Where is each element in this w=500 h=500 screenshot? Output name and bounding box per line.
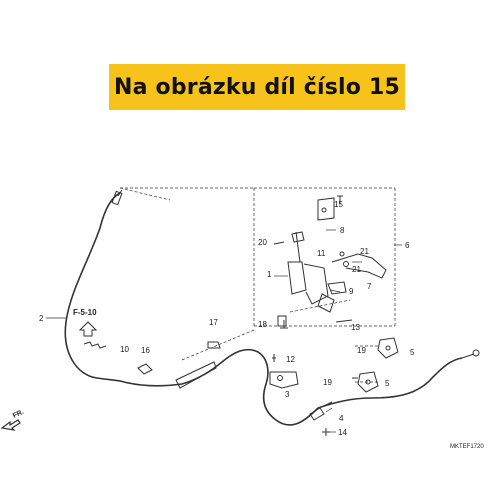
callout-21a: 21 — [360, 247, 369, 256]
bolts — [272, 195, 358, 436]
clamp-5-upper — [377, 337, 399, 359]
callout-13: 13 — [351, 323, 360, 332]
callout-20: 20 — [258, 238, 267, 247]
callout-5b: 5 — [385, 379, 390, 388]
callout-9: 9 — [349, 287, 354, 296]
bracket-3 — [269, 371, 299, 389]
cable-sleeve — [175, 361, 217, 389]
clip-18 — [277, 315, 287, 327]
part-number-banner: Na obrázku díl číslo 15 — [109, 64, 405, 110]
diagram-code: MKTEF1720 — [450, 444, 484, 450]
callout-8: 8 — [340, 226, 345, 235]
callout-21b: 21 — [352, 265, 361, 274]
reference-arrow — [78, 321, 98, 337]
reference-label: F-5-10 — [73, 308, 97, 317]
callout-11: 11 — [317, 249, 326, 258]
callout-18: 18 — [258, 320, 267, 329]
banner-text: Na obrázku díl číslo 15 — [114, 74, 400, 100]
callouts: 1 2 3 4 5 5 6 7 8 9 10 11 12 13 14 15 16… — [12, 200, 484, 450]
cable-middle — [181, 348, 319, 426]
callout-16: 16 — [141, 346, 150, 355]
callout-5a: 5 — [410, 348, 415, 357]
callout-7: 7 — [367, 282, 372, 291]
callout-15: 15 — [334, 200, 343, 209]
clip-16 — [137, 363, 153, 375]
callout-2: 2 — [39, 314, 44, 323]
callout-1: 1 — [267, 270, 272, 279]
callout-12: 12 — [286, 355, 295, 364]
callout-4: 4 — [339, 414, 344, 423]
callout-17: 17 — [209, 318, 218, 327]
callout-19b: 19 — [323, 378, 332, 387]
callout-10: 10 — [120, 345, 129, 354]
cable-left — [64, 192, 183, 387]
callout-6: 6 — [405, 241, 410, 250]
cable-right — [317, 357, 463, 409]
spring-10 — [83, 341, 107, 349]
grommet-17 — [207, 341, 221, 349]
adjuster-12 — [309, 401, 333, 421]
lever-assembly — [287, 197, 387, 313]
front-arrow — [0, 419, 21, 431]
clamp-5-lower — [357, 371, 379, 393]
front-label: FR. — [12, 409, 25, 420]
callout-19a: 19 — [357, 346, 366, 355]
guide-lines — [119, 187, 396, 383]
callout-14: 14 — [338, 428, 347, 437]
callout-3: 3 — [285, 390, 290, 399]
